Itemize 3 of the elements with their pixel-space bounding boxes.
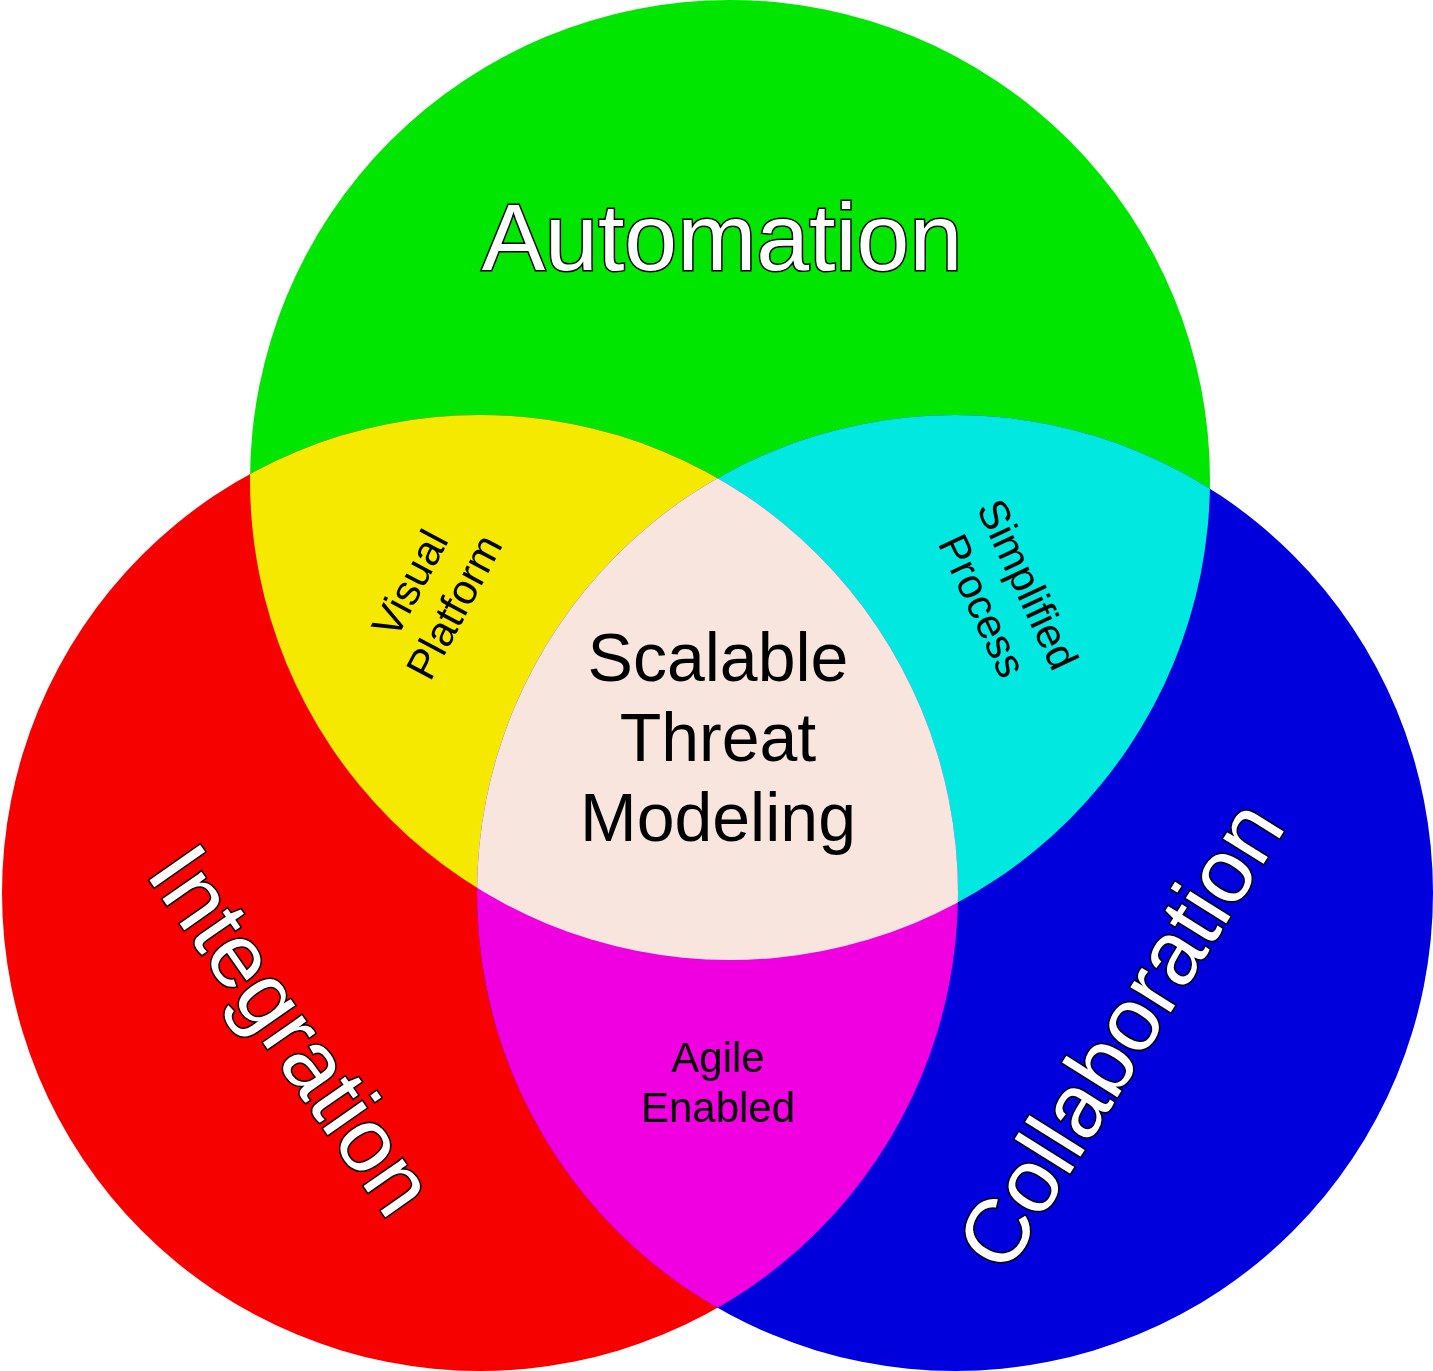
overlap-label: Scalable Threat Modeling xyxy=(579,617,857,858)
circle-title: Automation xyxy=(481,182,963,292)
overlap-label: Agile Enabled xyxy=(639,1033,797,1133)
